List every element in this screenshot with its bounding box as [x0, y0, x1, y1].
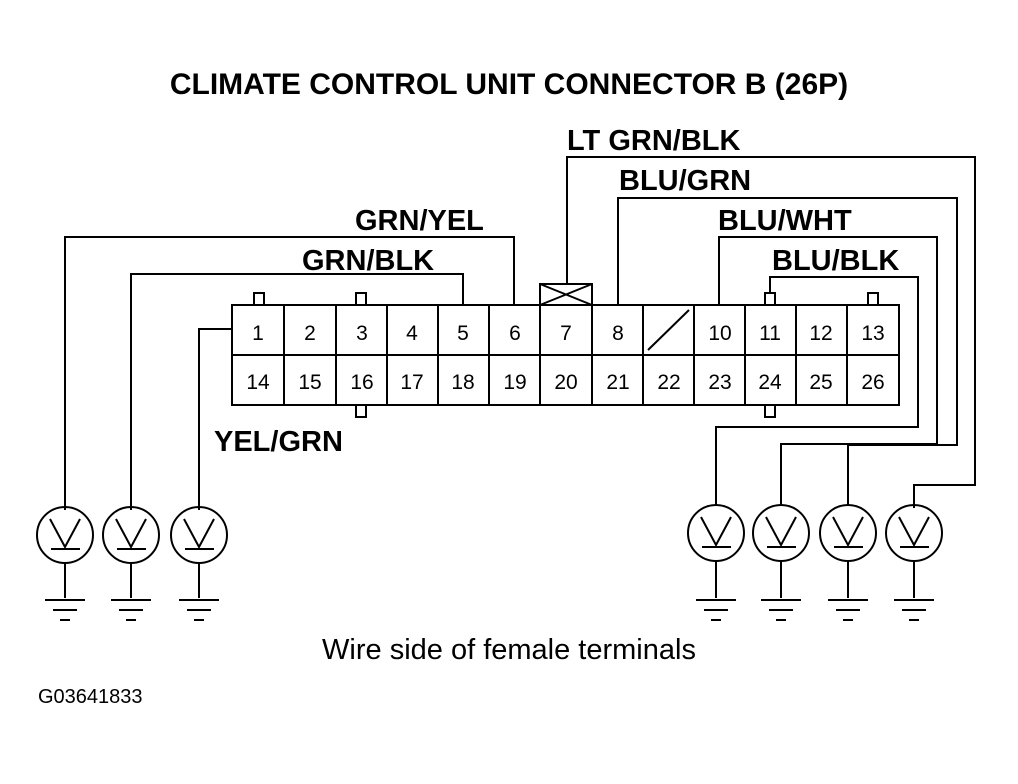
wire-blu-blk	[715, 276, 919, 506]
terminal-number: 5	[457, 322, 469, 345]
figure-id: G03641833	[38, 686, 143, 708]
wire-grn-yel	[64, 236, 515, 510]
terminal-number: 20	[554, 371, 577, 394]
terminal-number: 21	[606, 371, 629, 394]
wire-label-yel-grn: YEL/GRN	[214, 426, 343, 458]
lock-tab	[867, 292, 879, 305]
terminal-number: 4	[406, 322, 418, 345]
voltmeter-icon	[752, 504, 810, 598]
terminal-number: 12	[809, 322, 832, 345]
ground-icon	[696, 599, 736, 621]
wire-lt-grn-blk	[566, 156, 976, 508]
terminal-number: 1	[252, 322, 264, 345]
terminal-number: 19	[503, 371, 526, 394]
voltmeter-icon	[885, 504, 943, 598]
wire-label-grn-blk: GRN/BLK	[302, 245, 434, 277]
diagram-title: CLIMATE CONTROL UNIT CONNECTOR B (26P)	[169, 68, 849, 101]
terminal-number: 22	[657, 371, 680, 394]
terminal-number: 23	[708, 371, 731, 394]
terminal-number: 7	[560, 322, 572, 345]
wire-blu-grn	[617, 197, 958, 506]
lock-tab	[253, 292, 265, 305]
lock-tab	[764, 292, 776, 305]
terminal-number: 15	[298, 371, 321, 394]
lock-tab	[355, 292, 367, 305]
wire-yel-grn	[198, 328, 232, 510]
terminal-number: 25	[809, 371, 832, 394]
terminal-number: 3	[356, 322, 368, 345]
lock-tab	[764, 405, 776, 418]
wire-label-blu-blk: BLU/BLK	[772, 245, 899, 277]
voltmeter-icon	[102, 506, 160, 598]
wire-blu-wht	[718, 236, 938, 506]
terminal-number: 13	[861, 322, 884, 345]
terminal-number: 8	[612, 322, 624, 345]
terminal-number: 2	[304, 322, 316, 345]
wire-label-blu-grn: BLU/GRN	[619, 165, 751, 197]
terminal-number: 16	[350, 371, 373, 394]
wire-label-grn-yel: GRN/YEL	[355, 205, 484, 237]
ground-icon	[45, 599, 85, 621]
terminal-number: 11	[759, 322, 781, 345]
ground-icon	[111, 599, 151, 621]
terminal-number: 24	[758, 371, 782, 394]
wire-label-lt-grn-blk: LT GRN/BLK	[567, 125, 740, 157]
diagram-caption: Wire side of female terminals	[322, 634, 696, 666]
terminal-number: 6	[509, 322, 521, 345]
voltmeter-icon	[170, 506, 228, 598]
blank-terminal-mark	[647, 309, 690, 351]
ground-icon	[179, 599, 219, 621]
lock-tab	[355, 405, 367, 418]
wire-grn-blk	[130, 273, 464, 510]
terminal-number: 14	[246, 371, 270, 394]
voltmeter-icon	[36, 506, 94, 598]
terminal-number: 17	[400, 371, 423, 394]
wire-label-blu-wht: BLU/WHT	[718, 205, 852, 237]
terminal-number: 26	[861, 371, 884, 394]
ground-icon	[828, 599, 868, 621]
ground-icon	[761, 599, 801, 621]
voltmeter-icon	[687, 504, 745, 598]
terminal-number: 10	[708, 322, 731, 345]
ground-icon	[894, 599, 934, 621]
terminal-number: 18	[451, 371, 474, 394]
voltmeter-icon	[819, 504, 877, 598]
